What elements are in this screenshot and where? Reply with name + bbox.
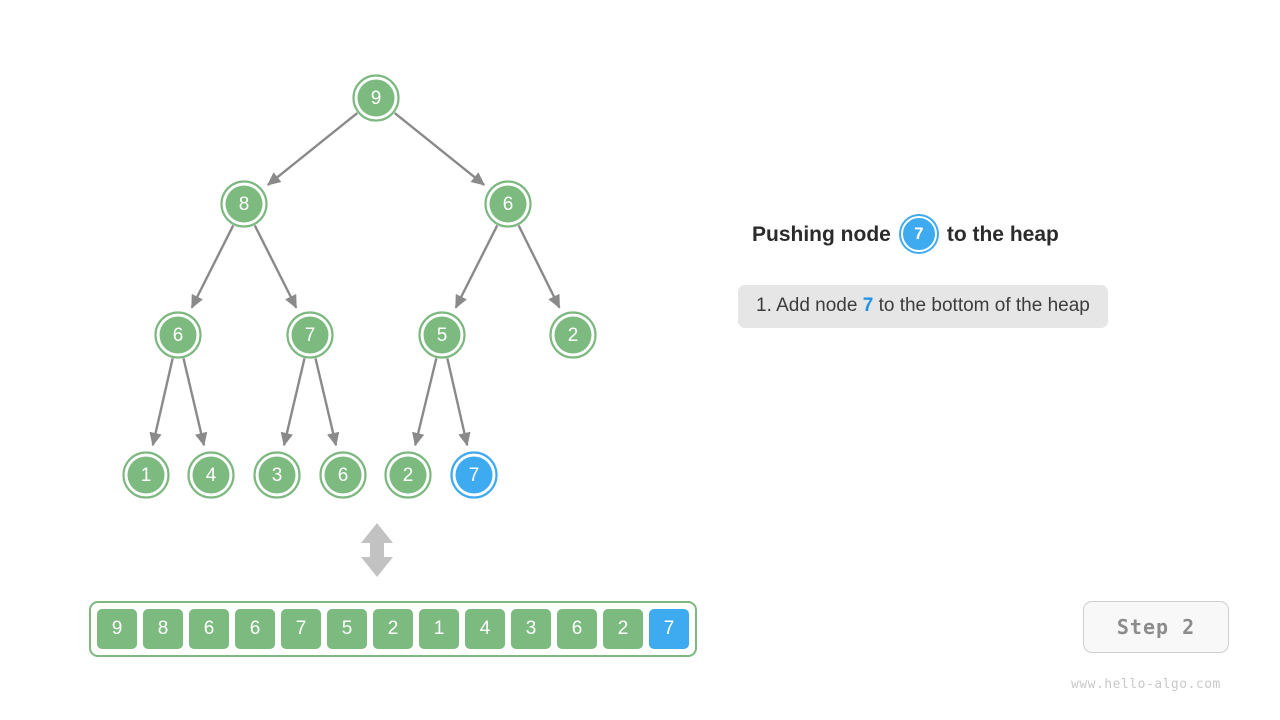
tree-node: 7 [286,311,334,359]
tree-node: 6 [319,451,367,499]
array-cell: 6 [233,607,277,651]
tree-node-disc [324,456,362,494]
array-cell: 2 [601,607,645,651]
tree-node-value: 2 [568,325,579,346]
tree-node: 4 [187,451,235,499]
tree-node-ring [384,451,432,499]
tree-edge [314,358,340,447]
array-cell: 3 [509,607,553,651]
tree-node-disc [389,456,427,494]
array-cell: 5 [325,607,369,651]
tree-node-value: 6 [338,465,349,486]
title-prefix: Pushing node [752,222,891,246]
tree-node-disc [489,185,527,223]
tree-edge [253,224,298,309]
array-cell: 1 [417,607,461,651]
title-suffix: to the heap [946,222,1059,246]
tree-node: 2 [384,451,432,499]
tree-node-ring [220,180,268,228]
tree-node-ring [549,311,597,359]
tree-node: 9 [352,74,400,122]
tree-edge [190,224,235,309]
tree-node-value: 7 [305,325,316,346]
step-badge: Step 2 [1083,601,1229,653]
tree-node: 8 [220,180,268,228]
tree-node-ring [122,451,170,499]
tree-node-disc [225,185,263,223]
tree-node-disc [258,456,296,494]
tree-node-value: 3 [272,465,283,486]
tree-edges [149,112,561,447]
tree-node-disc [357,79,395,117]
array-cell: 6 [555,607,599,651]
tree-edge [517,224,561,309]
tree-node-disc [159,316,197,354]
tree-node-value: 6 [503,194,514,215]
array-cell: 9 [95,607,139,651]
tree-node-ring [418,311,466,359]
tree-edge [412,358,438,447]
tree-node-ring [286,311,334,359]
tree-node-value: 4 [206,465,217,486]
tree-node-ring [154,311,202,359]
tree-node-ring [352,74,400,122]
tree-node-value: 1 [141,465,152,486]
tree-node-disc [554,316,592,354]
watermark: www.hello-algo.com [1071,677,1221,692]
array-cell: 8 [141,607,185,651]
step-accent-value: 7 [862,295,874,316]
array-cell: 6 [187,607,231,651]
step-text-before: Add node [771,295,863,316]
step-badge-label: Step 2 [1116,615,1196,639]
tree-node: 3 [253,451,301,499]
explanation-panel: Pushing node 7 to the heap 1. Add node 7… [738,0,1252,720]
page-title: Pushing node 7 to the heap [752,216,1059,252]
double-arrow-vertical-icon [361,523,393,577]
tree-node-ring [187,451,235,499]
tree-edge [182,358,208,447]
tree-node-ring [253,451,301,499]
tree-node-ring [484,180,532,228]
tree-node-disc [127,456,165,494]
array-cell: 4 [463,607,507,651]
array-cell: 7 [647,607,691,651]
tree-node: 7 [450,451,498,499]
tree-node: 1 [122,451,170,499]
tree-node: 6 [484,180,532,228]
tree-node-disc [192,456,230,494]
step-description: 1. Add node 7 to the bottom of the heap [738,285,1108,328]
pushed-node-value: 7 [900,216,937,252]
tree-node-disc [455,456,493,494]
tree-node-value: 7 [469,465,480,486]
array-cell: 7 [279,607,323,651]
tree-node-value: 9 [371,88,382,109]
tree-node-value: 5 [437,325,448,346]
tree-node: 5 [418,311,466,359]
tree-node-value: 6 [173,325,184,346]
heap-tree-diagram: 9 8 6 6 7 5 2 1 4 3 6 2 7 [122,74,597,499]
tree-node: 6 [154,311,202,359]
tree-edge [393,112,485,186]
step-index: 1. [756,295,772,316]
tree-node-ring [319,451,367,499]
tree-edge [149,358,174,447]
tree-edge [267,112,359,186]
tree-edge [280,358,306,447]
tree-node-disc [423,316,461,354]
tree-nodes: 9 8 6 6 7 5 2 1 4 3 6 2 7 [122,74,597,499]
tree-node: 2 [549,311,597,359]
tree-node-value: 8 [239,194,250,215]
tree-node-value: 2 [403,465,414,486]
tree-node-disc [291,316,329,354]
tree-edge [446,358,471,447]
watermark-text: www.hello-algo.com [1071,677,1221,692]
step-text-after: to the bottom of the heap [873,295,1090,316]
array-cell: 2 [371,607,415,651]
pushed-node-chip: 7 [900,216,937,252]
tree-edge [454,224,499,309]
tree-node-ring [450,451,498,499]
